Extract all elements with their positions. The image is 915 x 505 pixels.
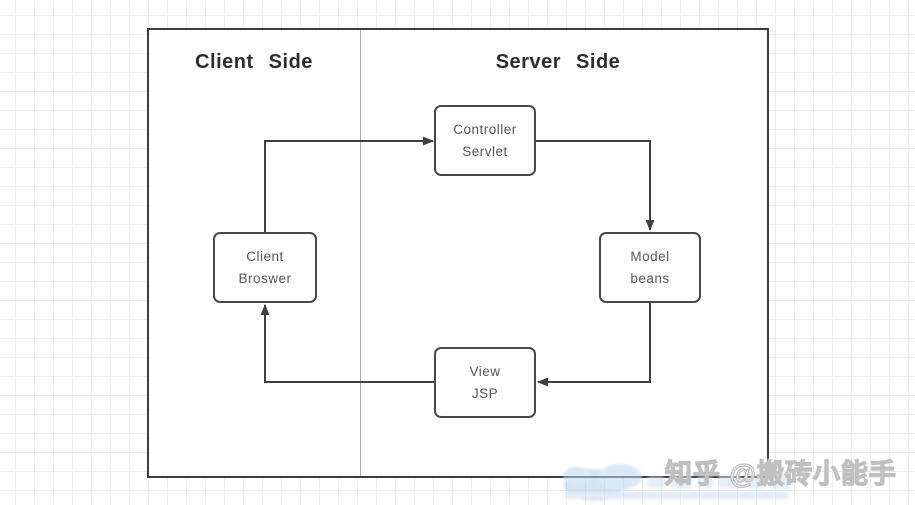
client-browser-label-line1: Client — [246, 249, 284, 264]
model-beans-label-line2: beans — [630, 270, 670, 286]
heading-server-side: Server Side — [495, 51, 621, 73]
model-beans-label-line1: Model — [630, 249, 670, 264]
client-browser-box: Client Broswer — [213, 232, 317, 303]
controller-servlet-label-line2: Servlet — [462, 143, 508, 159]
controller-servlet-label-line1: Controller — [453, 122, 517, 137]
view-jsp-label-line1: View — [469, 364, 501, 379]
controller-servlet-box: Controller Servlet — [434, 105, 536, 176]
model-beans-box: Model beans — [599, 232, 701, 303]
view-jsp-label-line2: JSP — [471, 385, 499, 401]
zhihu-watermark: 知乎 @搬砖小能手 — [664, 458, 897, 489]
client-server-divider — [360, 30, 361, 476]
client-browser-label-line2: Broswer — [238, 270, 292, 286]
view-jsp-box: View JSP — [434, 347, 536, 418]
heading-client-side: Client Side — [195, 51, 313, 73]
